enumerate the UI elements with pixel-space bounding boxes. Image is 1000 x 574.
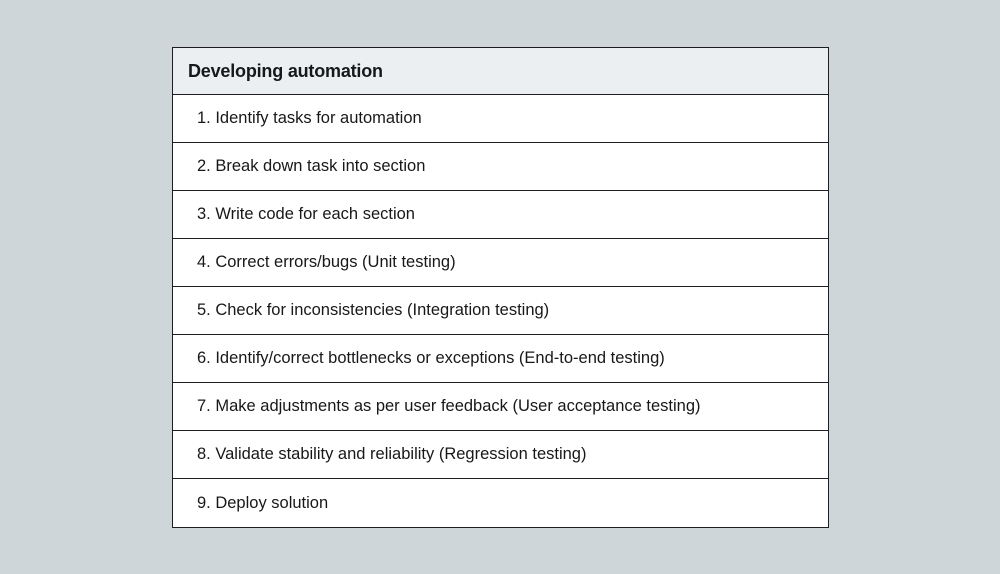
table-row: 2. Break down task into section: [173, 143, 828, 191]
table-row: 5. Check for inconsistencies (Integratio…: [173, 287, 828, 335]
table-row: 4. Correct errors/bugs (Unit testing): [173, 239, 828, 287]
table-row: 8. Validate stability and reliability (R…: [173, 431, 828, 479]
developing-automation-table: Developing automation 1. Identify tasks …: [172, 47, 829, 528]
table-row: 1. Identify tasks for automation: [173, 95, 828, 143]
table-row: 9. Deploy solution: [173, 479, 828, 527]
table-title: Developing automation: [173, 48, 828, 95]
table-row: 7. Make adjustments as per user feedback…: [173, 383, 828, 431]
table-row: 6. Identify/correct bottlenecks or excep…: [173, 335, 828, 383]
table-row: 3. Write code for each section: [173, 191, 828, 239]
